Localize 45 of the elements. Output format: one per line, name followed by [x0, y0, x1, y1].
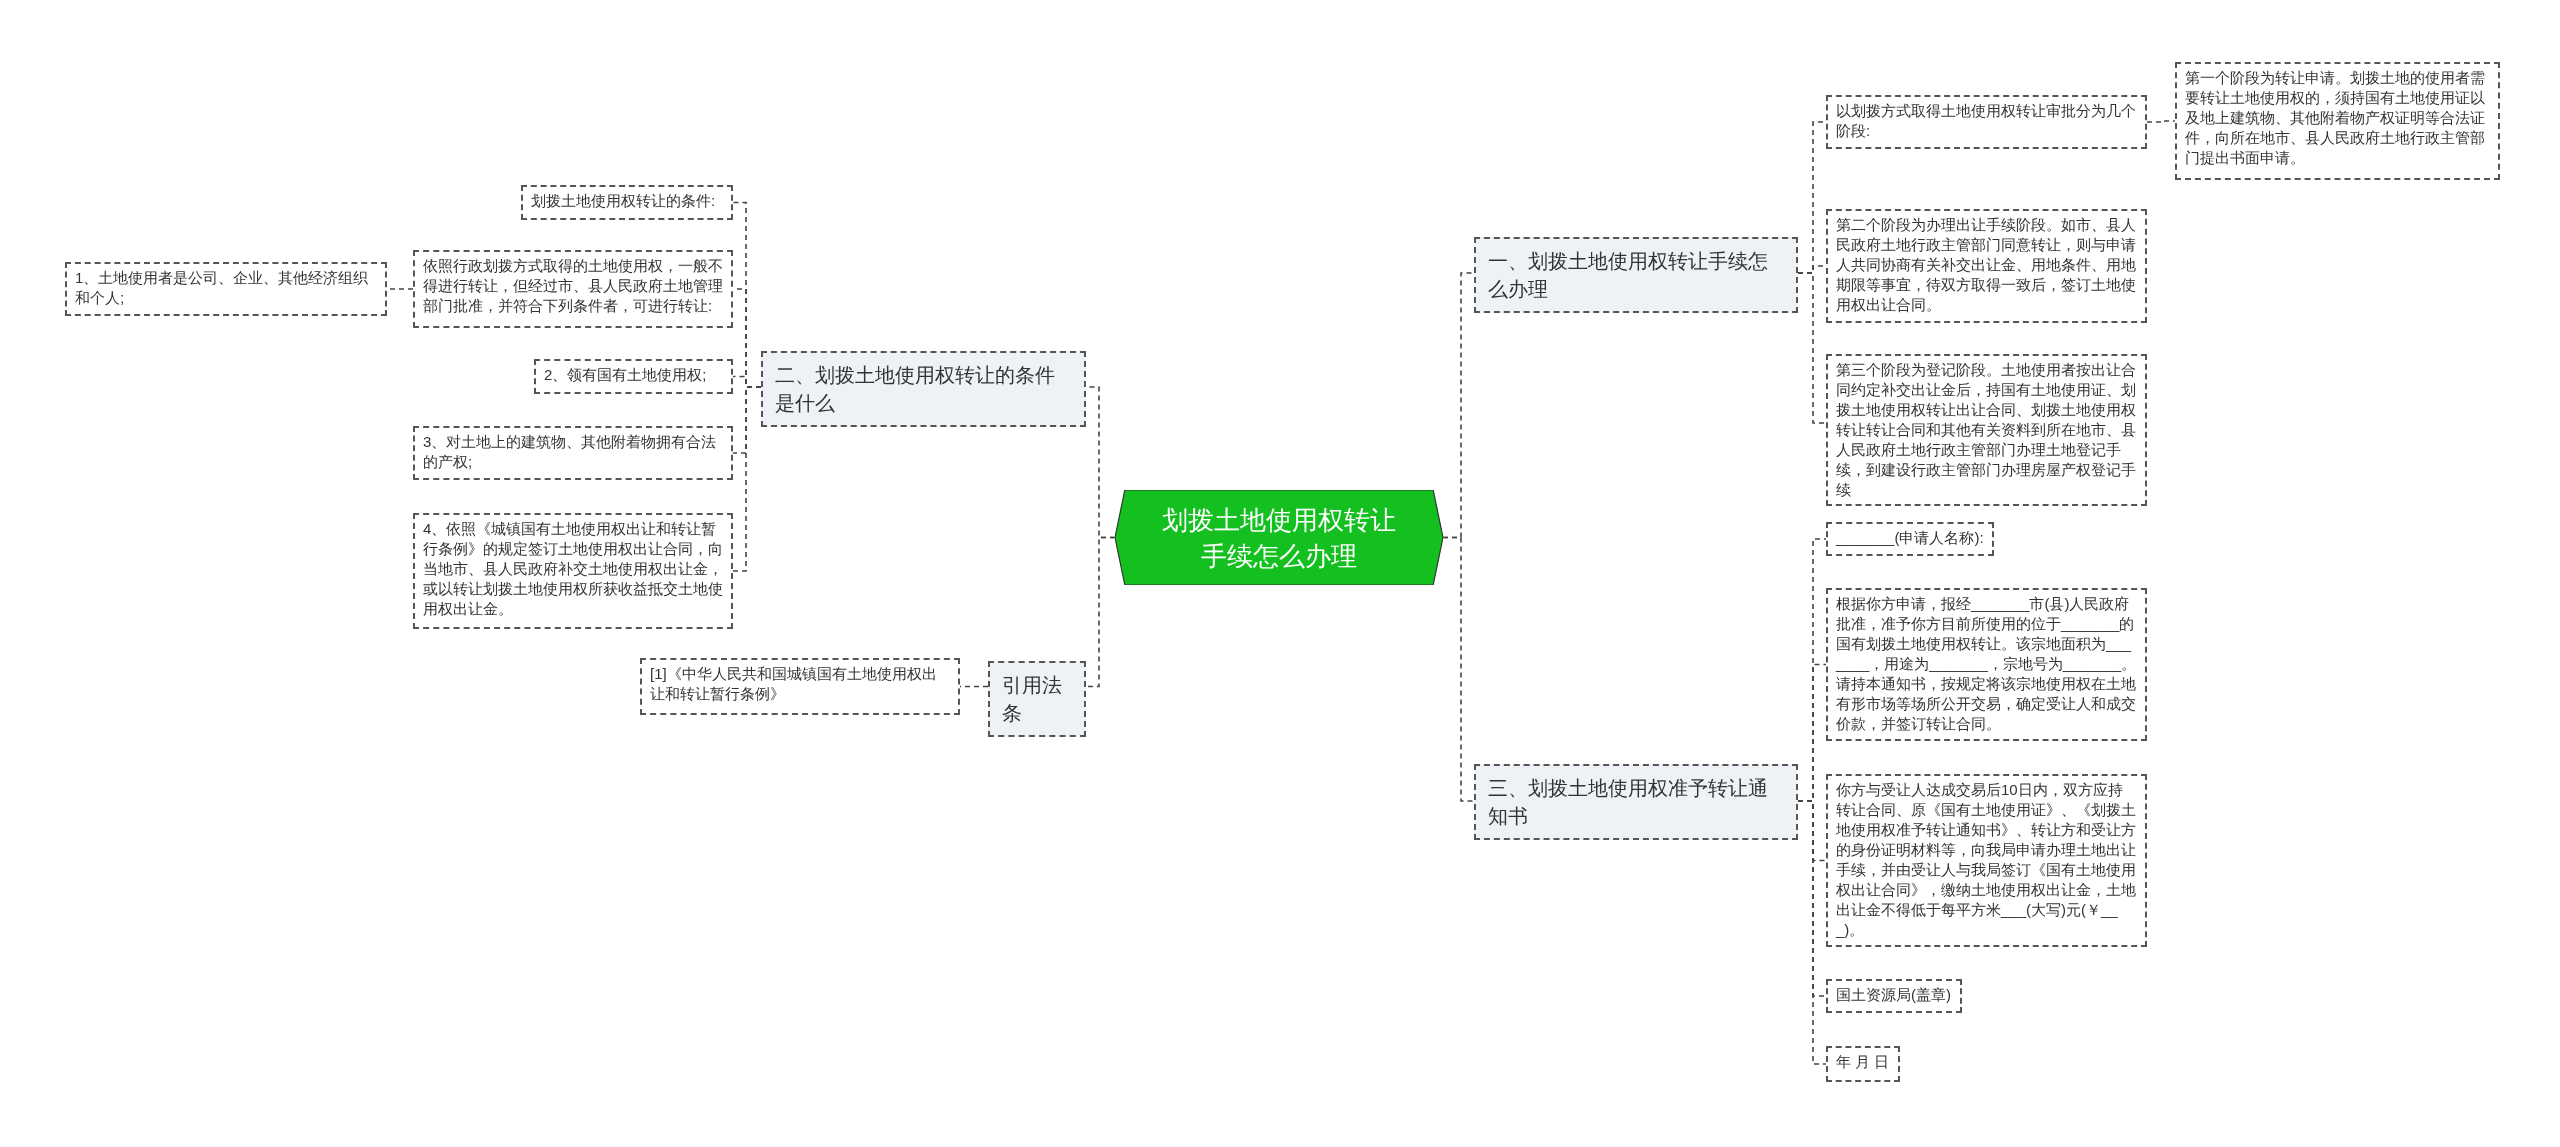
connector-line [1797, 800, 1827, 1065]
note-box [2175, 62, 2500, 180]
note-text: 第一个阶段为转让申请。划拨土地的使用者需要转让土地使用权的，须持国有土地使用证以及地上建筑物、其他附着物产权证明等合法证件，向所在地市、县人民政府土地行政主管部门提出书面申请。 [2185, 68, 2486, 168]
note-text: 以划拨方式取得土地使用权转让审批分为几个阶段: [1836, 101, 2137, 141]
note-box [1826, 522, 1994, 556]
note-box [640, 658, 960, 715]
note-text: 4、依照《城镇国有土地使用权出让和转让暂行条例》的规定签订土地使用权出让合同，向当地市、县人民政府补交土地使用权出让金，或以转让划拨土地使用权所获收益抵交土地使用权出让金。 [423, 519, 723, 619]
topic-text: 引用法条 [1002, 673, 1063, 726]
note-text: 依照行政划拨方式取得的土地使用权，一般不得进行转让，但经过市、县人民政府土地管理部门批准，并符合下列条件者，可进行转让: [423, 256, 723, 316]
note-text: 年 月 日 [1836, 1052, 1890, 1072]
note-text: 根据你方申请，报经_______市(县)人民政府批准，准予你方目前所使用的位于_______的国有划拨土地使用权转让。该宗地面积为_______，用途为_______，宗地号为_______。请持本通知书，按规定将该宗地使用权在土地有形市场等场所公开交易，确定受让人和成交价款，并签订转让合同。 [1836, 594, 2137, 734]
connector-line [732, 386, 762, 572]
note-text: 2、领有国有土地使用权; [544, 365, 708, 385]
topic-box [988, 661, 1086, 737]
note-box [413, 426, 733, 480]
topic-text: 一、划拨土地使用权转让手续怎么办理 [1488, 249, 1769, 302]
note-box [65, 262, 387, 316]
connector-line [2146, 120, 2176, 123]
topic-text: 二、划拨土地使用权转让的条件是什么 [775, 363, 1056, 416]
topic-box [761, 351, 1086, 427]
central-topic-text: 划拨土地使用权转让手续怎么办理 [1161, 503, 1397, 573]
note-box [534, 359, 733, 394]
note-box [413, 250, 733, 328]
note-text: [1]《中华人民共和国城镇国有土地使用权出让和转让暂行条例》 [650, 664, 938, 704]
note-box [1826, 1046, 1900, 1082]
note-text: 划拨土地使用权转让的条件: [531, 191, 717, 211]
note-box [1826, 95, 2147, 149]
note-text: 1、土地使用者是公司、企业、其他经济组织和个人; [75, 268, 370, 308]
connector-line [1085, 536, 1116, 688]
note-text: _______(申请人名称): [1836, 528, 1984, 548]
topic-box [1474, 764, 1798, 840]
connector-line [1797, 272, 1827, 424]
note-text: 你方与受让人达成交易后10日内，双方应持转让合同、原《国有土地使用证》、《划拨土地使用权准予转让通知书》、转让方和受让方的身份证明材料等，向我局申请办理土地出让手续，并由受让人与我局签订《国有土地使用权出让合同》，缴纳土地使用权出让金，土地出让金不得低于每平方米___(大写)元(￥___)。 [1836, 780, 2137, 940]
topic-box [1474, 237, 1798, 313]
note-box [1826, 979, 1962, 1013]
note-text: 3、对土地上的建筑物、其他附着物拥有合法的产权; [423, 432, 718, 472]
central-topic-hexagon [1115, 490, 1443, 585]
connector-line [1442, 536, 1475, 802]
note-text: 第三个阶段为登记阶段。土地使用者按出让合同约定补交出让金后，持国有土地使用证、划拨土地使用权转让出让合同、划拨土地使用权转让转让合同和其他有关资料到所在地市、县人民政府土地行政主管部门办理土地登记手续，到建设行政主管部门办理房屋产权登记手续 [1836, 360, 2137, 500]
topic-text: 三、划拨土地使用权准予转让通知书 [1488, 776, 1769, 829]
note-text: 国土资源局(盖章) [1836, 985, 1952, 1005]
note-box [1826, 209, 2147, 323]
note-box [413, 513, 733, 629]
note-box [521, 185, 733, 220]
note-text: 第二个阶段为办理出让手续阶段。如市、县人民政府土地行政主管部门同意转让，则与申请人共同协商有关补交出让金、用地条件、用地期限等事宜，待双方取得一致后，签订土地使用权出让合同。 [1836, 215, 2137, 315]
